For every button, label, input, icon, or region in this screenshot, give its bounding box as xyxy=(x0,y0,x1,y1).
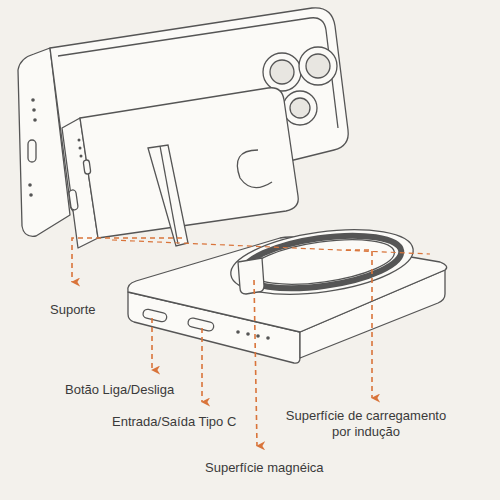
kickstand-edge xyxy=(160,146,178,244)
attached-power-bank xyxy=(62,88,298,248)
camera-lens xyxy=(283,91,317,125)
usb-c-port xyxy=(187,317,214,332)
leader-line xyxy=(201,328,203,402)
bank-face xyxy=(80,88,298,238)
camera-lens xyxy=(290,98,310,118)
kickstand xyxy=(148,145,188,246)
phone-button xyxy=(28,140,36,162)
callout-label: Entrada/Saída Tipo C xyxy=(112,414,292,430)
charging-surface xyxy=(247,232,397,292)
camera-lens xyxy=(263,53,301,91)
kickstand-leg xyxy=(148,145,188,246)
bank-port xyxy=(83,160,91,175)
leader-line xyxy=(112,240,430,254)
cable-hint xyxy=(237,150,272,188)
power-bank-drawing xyxy=(128,219,447,363)
callout-label: Superfície de carregamento por indução xyxy=(282,408,450,440)
callout-label: Suporte xyxy=(50,302,170,318)
magnetic-tab xyxy=(238,258,264,294)
camera-lens xyxy=(299,47,337,85)
camera-lens xyxy=(306,54,330,78)
leader-line xyxy=(346,250,372,398)
leader-line xyxy=(151,318,153,370)
magnetic-ring xyxy=(227,219,418,304)
led-indicators xyxy=(236,330,270,340)
callout-label: Botão Liga/Desliga xyxy=(65,382,245,398)
power-button xyxy=(142,308,167,322)
camera-lens xyxy=(270,60,294,84)
leader-line xyxy=(72,238,182,282)
bank-port xyxy=(69,190,79,211)
callout-label: Superfície magnéica xyxy=(205,460,385,476)
leader-line xyxy=(254,280,257,446)
speaker-holes xyxy=(28,98,37,197)
